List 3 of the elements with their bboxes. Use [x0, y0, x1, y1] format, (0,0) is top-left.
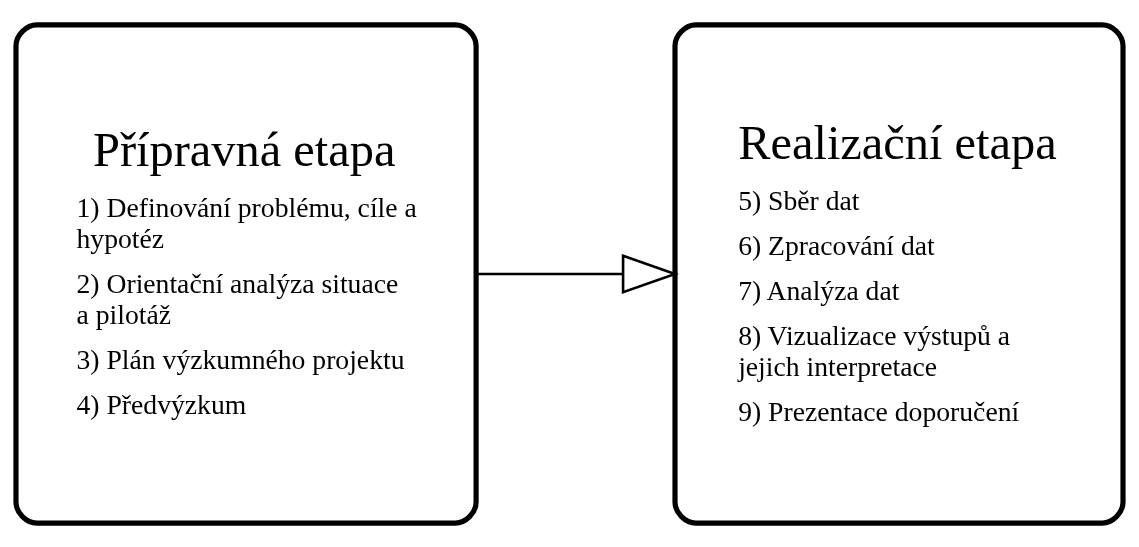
arrow: [476, 253, 679, 294]
node-box: Realizační etapa 5) Sběr dat 6) Zpracování dat 7) Analýza dat 8) Vizualizace výstupů a jejich interpretace 9) Prezentace doporučení: [672, 21, 1126, 526]
node-box: Přípravná etapa 1) Definování problému, cíle a hypotéz 2) Orientační analýza situace a pilotáž 3) Plán výzkumného projektu 4) Předvýzkum: [13, 21, 479, 526]
